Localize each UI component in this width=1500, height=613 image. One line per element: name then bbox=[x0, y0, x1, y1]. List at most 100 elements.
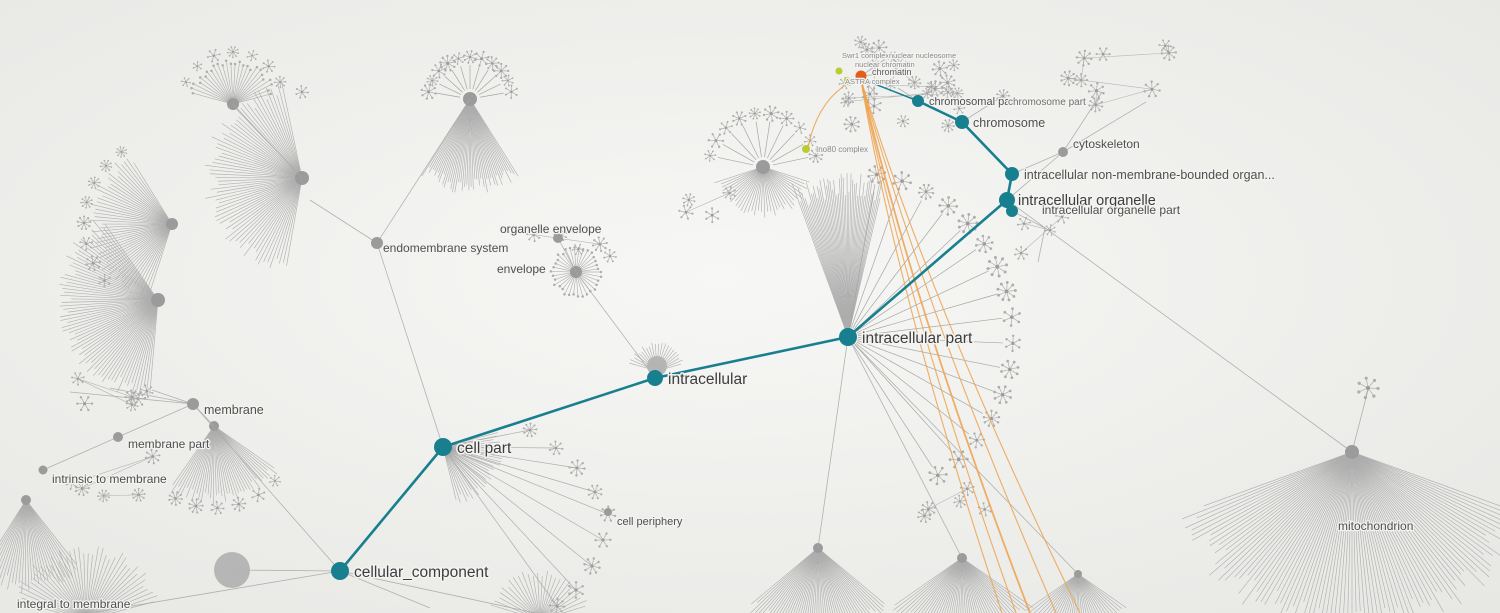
leaf-cluster-icon bbox=[840, 95, 852, 107]
snowflake-field bbox=[1014, 210, 1070, 260]
leaf-cluster-icon bbox=[231, 496, 247, 512]
term-label[interactable]: membrane bbox=[203, 402, 265, 418]
term-node-gray[interactable] bbox=[187, 398, 199, 410]
term-node-gray[interactable] bbox=[371, 237, 383, 249]
leaf-cluster-icon bbox=[707, 133, 725, 149]
graph-edge bbox=[309, 199, 378, 244]
radial-fan bbox=[750, 543, 885, 613]
leaf-cluster-icon bbox=[568, 581, 584, 599]
leaf-cluster-icon bbox=[504, 84, 518, 99]
term-node-intracellular[interactable] bbox=[647, 370, 663, 386]
term-node-gray[interactable] bbox=[1058, 147, 1068, 157]
query-term-node-green[interactable] bbox=[802, 145, 810, 153]
highlighted-path-edge bbox=[847, 199, 1008, 338]
term-label[interactable]: organelle envelope bbox=[499, 221, 603, 237]
graph-edge bbox=[339, 570, 431, 609]
leaf-cluster-icon bbox=[548, 597, 566, 613]
orange-association-edge bbox=[860, 79, 1081, 613]
tiny-term-label[interactable]: Ino80 complex bbox=[815, 144, 869, 155]
tiny-term-label[interactable]: nuclear chromatin bbox=[854, 59, 916, 70]
leaf-cluster-icon bbox=[226, 46, 240, 59]
leaf-cluster-icon bbox=[748, 107, 761, 120]
graph-edge bbox=[860, 71, 903, 77]
leaf-cluster-icon bbox=[896, 115, 910, 128]
term-node-cellular-component[interactable] bbox=[331, 562, 349, 580]
leaf-cluster-icon bbox=[953, 494, 967, 509]
term-label[interactable]: integral to membrane bbox=[16, 596, 132, 612]
node-label-intracellular-organelle-part[interactable]: intracellular organelle part bbox=[1041, 202, 1182, 218]
leaf-cluster-icon bbox=[97, 489, 110, 503]
leaf-cluster-icon bbox=[982, 409, 1001, 427]
query-term-node-green[interactable] bbox=[835, 67, 843, 75]
term-node-chromosomal-part[interactable] bbox=[912, 95, 924, 107]
tiny-term-label[interactable]: ASTRA complex bbox=[844, 76, 901, 87]
graph-edge bbox=[231, 569, 341, 572]
highlighted-path-edge bbox=[654, 335, 849, 380]
term-label[interactable]: envelope bbox=[496, 261, 547, 277]
radial-fan bbox=[714, 160, 810, 218]
leaf-cluster-icon bbox=[1075, 49, 1093, 67]
term-label[interactable]: cell periphery bbox=[616, 515, 684, 529]
graph-edge bbox=[1006, 151, 1064, 201]
tiny-term-label[interactable]: chromatin bbox=[871, 66, 913, 78]
node-label-cell-part[interactable]: cell part bbox=[456, 439, 514, 459]
term-node-gray[interactable] bbox=[1346, 446, 1358, 458]
leaf-cluster-icon bbox=[87, 176, 101, 190]
leaf-cluster-icon bbox=[986, 255, 1009, 278]
node-label-intracellular[interactable]: intracellular bbox=[667, 370, 749, 390]
leaf-cluster-icon bbox=[98, 273, 111, 288]
leaf-cluster-icon bbox=[592, 236, 608, 253]
term-node-chromosome[interactable] bbox=[955, 115, 969, 129]
term-node-cell-part[interactable] bbox=[434, 438, 452, 456]
term-node-gray[interactable] bbox=[553, 233, 563, 243]
term-node-intracellular-part[interactable] bbox=[839, 328, 857, 346]
term-node-gray[interactable] bbox=[38, 465, 48, 475]
term-node-intracellular-organelle[interactable] bbox=[999, 192, 1015, 208]
term-node-intracellular-nmb-organelle[interactable] bbox=[1005, 167, 1019, 181]
graph-edge bbox=[847, 336, 1079, 575]
leaf-cluster-icon bbox=[251, 487, 266, 503]
leaf-cluster-icon bbox=[269, 474, 281, 487]
leaf-cluster-icon bbox=[1055, 210, 1070, 224]
radial-fan bbox=[204, 81, 309, 268]
node-label-cellular-component[interactable]: cellular_component bbox=[353, 563, 491, 583]
leaf-cluster-icon bbox=[892, 171, 912, 191]
leaf-cluster-icon bbox=[1004, 334, 1021, 353]
orange-association-edge bbox=[860, 79, 1057, 613]
leaf-cluster-icon bbox=[841, 91, 856, 105]
arc-cluster bbox=[180, 46, 287, 89]
node-label-intracellular-nmb-organelle[interactable]: intracellular non-membrane-bounded organ… bbox=[1023, 167, 1276, 183]
leaf-cluster-icon bbox=[80, 196, 93, 209]
term-node-intracellular-organelle-part[interactable] bbox=[1006, 205, 1018, 217]
node-label-chromosome[interactable]: chromosome bbox=[972, 115, 1047, 131]
collapsed-cluster-disc[interactable] bbox=[214, 552, 250, 588]
node-label-chromosomal-part[interactable]: chromosomal part bbox=[928, 95, 1018, 109]
leaf-cluster-icon bbox=[939, 74, 956, 91]
term-label[interactable]: intrinsic to membrane bbox=[51, 471, 168, 487]
radial-fan bbox=[59, 220, 165, 397]
term-label[interactable]: membrane part bbox=[127, 436, 211, 452]
tiny-term-label[interactable]: Swr1 complex bbox=[841, 50, 891, 61]
graph-edge bbox=[1037, 227, 1046, 263]
leaf-cluster-icon bbox=[522, 422, 538, 438]
query-term-node-green[interactable] bbox=[844, 77, 850, 83]
term-label[interactable]: mitochondrion bbox=[1337, 518, 1415, 534]
highlighted-path-edge bbox=[961, 121, 1013, 175]
term-node-gray[interactable] bbox=[604, 508, 612, 516]
node-label-intracellular-part[interactable]: intracellular part bbox=[861, 329, 975, 349]
snowflake-field bbox=[838, 35, 966, 133]
query-term-node-orange[interactable] bbox=[855, 70, 867, 82]
node-label-intracellular-organelle[interactable]: intracellular organelle bbox=[1017, 192, 1158, 211]
term-label[interactable]: cytoskeleton bbox=[1072, 136, 1141, 152]
term-label[interactable]: endomembrane system bbox=[382, 240, 510, 256]
leaf-cluster-icon bbox=[144, 448, 161, 465]
term-node-gray[interactable] bbox=[113, 432, 123, 442]
highlighted-path-edge bbox=[442, 376, 656, 449]
leaf-cluster-icon bbox=[968, 432, 985, 449]
tiny-term-label[interactable]: nuclear nucleosome bbox=[888, 50, 958, 61]
term-label[interactable]: chromosome part bbox=[1007, 96, 1087, 109]
leaf-cluster-icon bbox=[1002, 307, 1021, 327]
